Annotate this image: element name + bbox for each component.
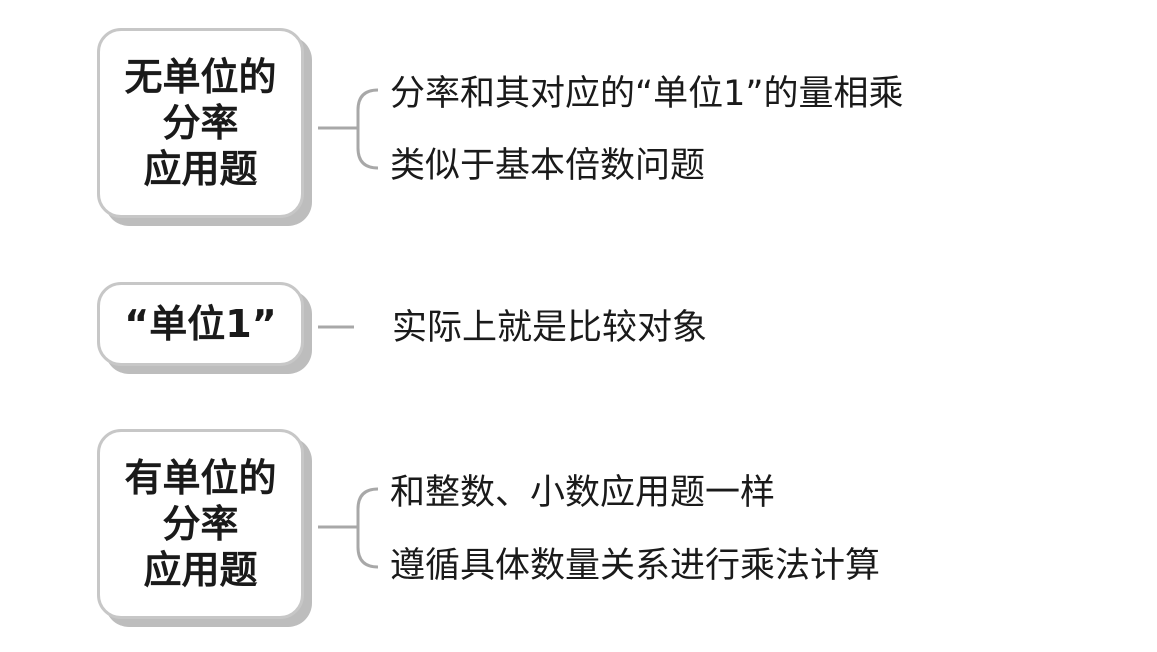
box-title-line: 无单位的	[124, 55, 277, 99]
box-title-line: 分率	[162, 502, 239, 546]
bracket-1	[356, 88, 379, 170]
concept-box-unit-one: “单位1”	[97, 282, 304, 366]
section-2-item-1: 实际上就是比较对象	[392, 308, 708, 348]
section-1-item-1: 分率和其对应的“单位1”的量相乘	[390, 74, 904, 114]
box-title-line: 应用题	[143, 147, 258, 191]
section-1-item-2: 类似于基本倍数问题	[390, 146, 706, 186]
box-title-line: 有单位的	[124, 456, 277, 500]
concept-box-unit-fraction: 有单位的 分率 应用题	[97, 429, 304, 619]
box-title-line: 应用题	[143, 548, 258, 592]
section-3-item-1: 和整数、小数应用题一样	[390, 473, 776, 513]
box-title-line: “单位1”	[124, 302, 277, 346]
concept-box-unitless-fraction: 无单位的 分率 应用题	[97, 28, 304, 218]
section-3-item-2: 遵循具体数量关系进行乘法计算	[390, 546, 881, 586]
box-title-line: 分率	[162, 101, 239, 145]
bracket-3	[356, 487, 379, 569]
